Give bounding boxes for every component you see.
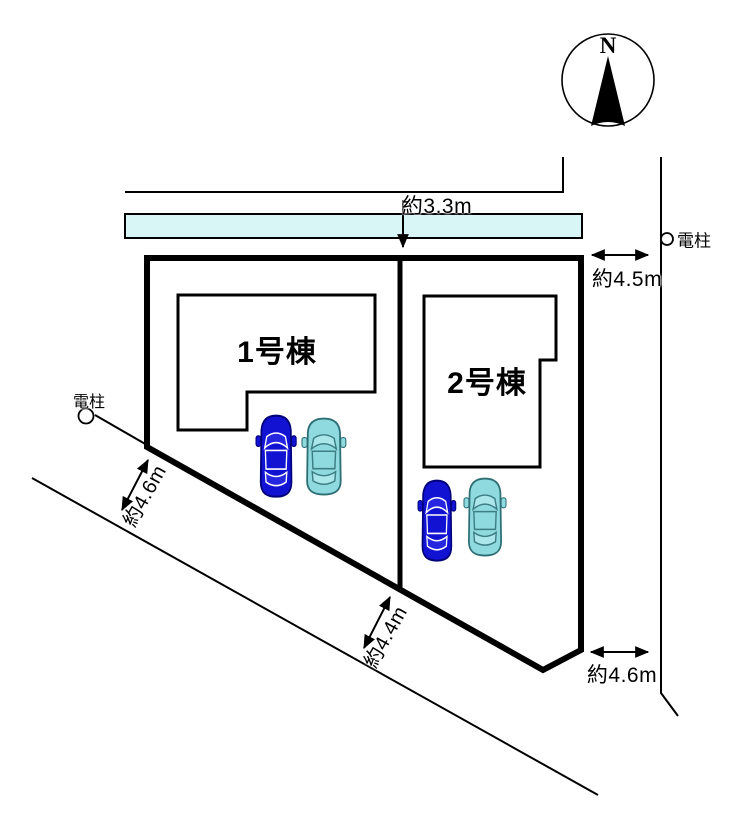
dimension-label-east-bottom: 約4.6m: [586, 664, 658, 687]
utility-pole-icon: [77, 407, 95, 425]
road-strip: [124, 213, 583, 239]
road-edge-north: [125, 157, 564, 193]
compass-north-label: N: [599, 33, 617, 58]
road-edge-east: [660, 157, 679, 717]
dimension-label-north-road: 約3.3m: [401, 195, 473, 218]
utility-pole-label-west: 電柱: [72, 394, 106, 411]
north-arrow-icon: [561, 33, 655, 127]
car-icon: [464, 478, 506, 556]
car-icon: [302, 418, 346, 495]
dimension-arrow-south: [363, 595, 391, 650]
utility-pole-icon: [660, 232, 674, 246]
dimension-label-east-top: 約4.5m: [591, 268, 663, 291]
building-2-label: 2号棟: [447, 367, 527, 400]
car-icon: [418, 480, 456, 561]
dimension-arrow-southwest: [121, 458, 149, 512]
car-icon: [256, 415, 297, 497]
building-1-label: 1号棟: [237, 336, 317, 369]
pole-guy-wire: [94, 414, 148, 446]
building-2-outline: [422, 294, 558, 469]
site-boundary: [144, 255, 584, 674]
building-1-outline: [176, 293, 377, 432]
road-edge-southwest: [31, 477, 599, 796]
utility-pole-label-east: 電柱: [677, 231, 711, 251]
